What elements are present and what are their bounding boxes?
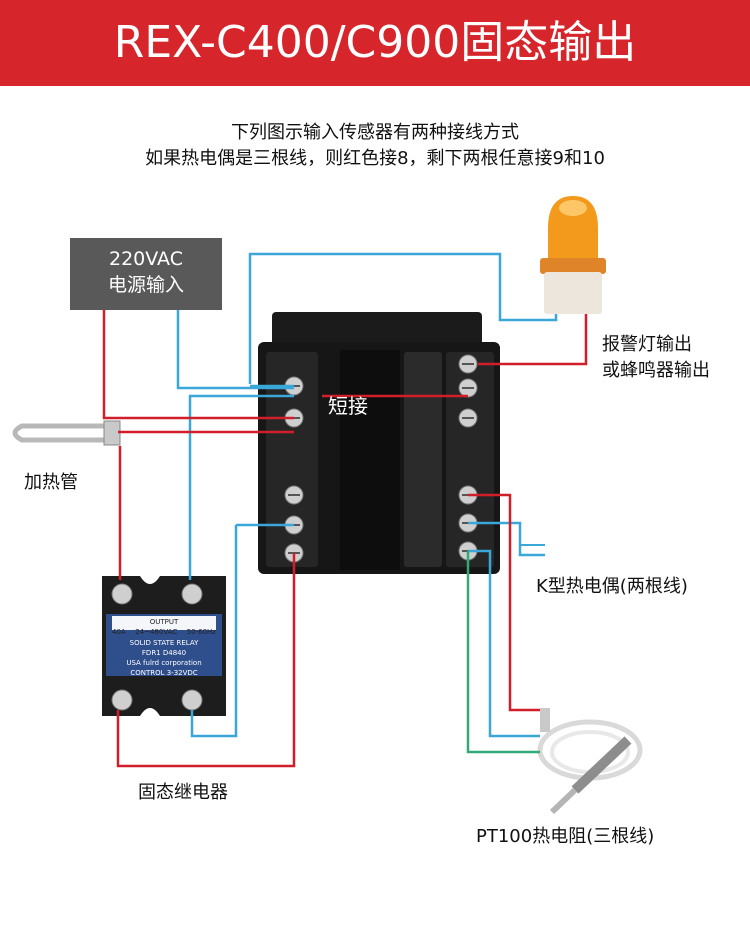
terminal-screw-r1 <box>458 354 478 374</box>
buzzer-output-label: 或蜂鸣器输出 <box>602 360 710 381</box>
left-terminal-block <box>266 352 318 567</box>
relay-model-text: FDR1 D4840 <box>141 649 187 657</box>
heater-label: 加热管 <box>24 472 78 493</box>
relay-output-text: OUTPUT <box>149 618 179 626</box>
solid-state-relay-icon <box>102 576 226 716</box>
relay-maker-text: USA fulrd corporation <box>126 659 202 667</box>
relay-rating-amps: 40A <box>112 628 126 636</box>
solid-state-relay-label: 固态继电器 <box>138 782 228 803</box>
terminal-screw-l3 <box>284 485 304 505</box>
relay-rating-volts: 24~480VAC <box>135 628 178 636</box>
relay-control-text: CONTROL 3-32VDC <box>130 669 198 677</box>
green-wires <box>466 551 540 754</box>
red-wires <box>102 304 588 768</box>
power-input-label: 电源输入 <box>107 274 184 296</box>
relay-ratings: 40A 24~480VAC 50-60Hz <box>112 627 216 637</box>
instruction-line-2: 如果热电偶是三根线，则红色接8，剩下两根任意接9和10 <box>145 148 605 169</box>
middle-terminal-ribs <box>404 352 442 567</box>
alarm-output-label: 报警灯输出 <box>602 334 692 355</box>
relay-label-text: SOLID STATE RELAY FDR1 D4840 USA fulrd c… <box>112 638 216 678</box>
relay-printed-text: OUTPUT 40A 24~480VAC 50-60Hz <box>112 617 216 637</box>
power-voltage-label: 220VAC <box>109 248 183 270</box>
heater-tube-icon <box>12 420 121 446</box>
controller-center-panel <box>340 350 400 570</box>
thermocouple-label: K型热电偶(两根线) <box>536 576 688 597</box>
title-banner <box>0 0 750 86</box>
relay-rating-hz: 50-60Hz <box>186 628 216 636</box>
instruction-line-1: 下列图示输入传感器有两种接线方式 <box>231 122 519 143</box>
alarm-lamp-icon <box>540 196 606 314</box>
relay-type-text: SOLID STATE RELAY <box>129 639 199 647</box>
power-input-box: 220VAC 电源输入 <box>70 238 222 310</box>
terminal-screw-r2 <box>458 378 478 398</box>
terminal-screw-r3 <box>458 408 478 428</box>
pt100-label: PT100热电阻(三根线) <box>476 826 655 847</box>
short-circuit-label: 短接 <box>328 394 368 418</box>
blue-wires <box>176 252 558 738</box>
page-title: REX-C400/C900固态输出 <box>113 17 637 68</box>
right-terminal-block <box>446 352 494 567</box>
pt100-probe-icon <box>537 708 643 815</box>
